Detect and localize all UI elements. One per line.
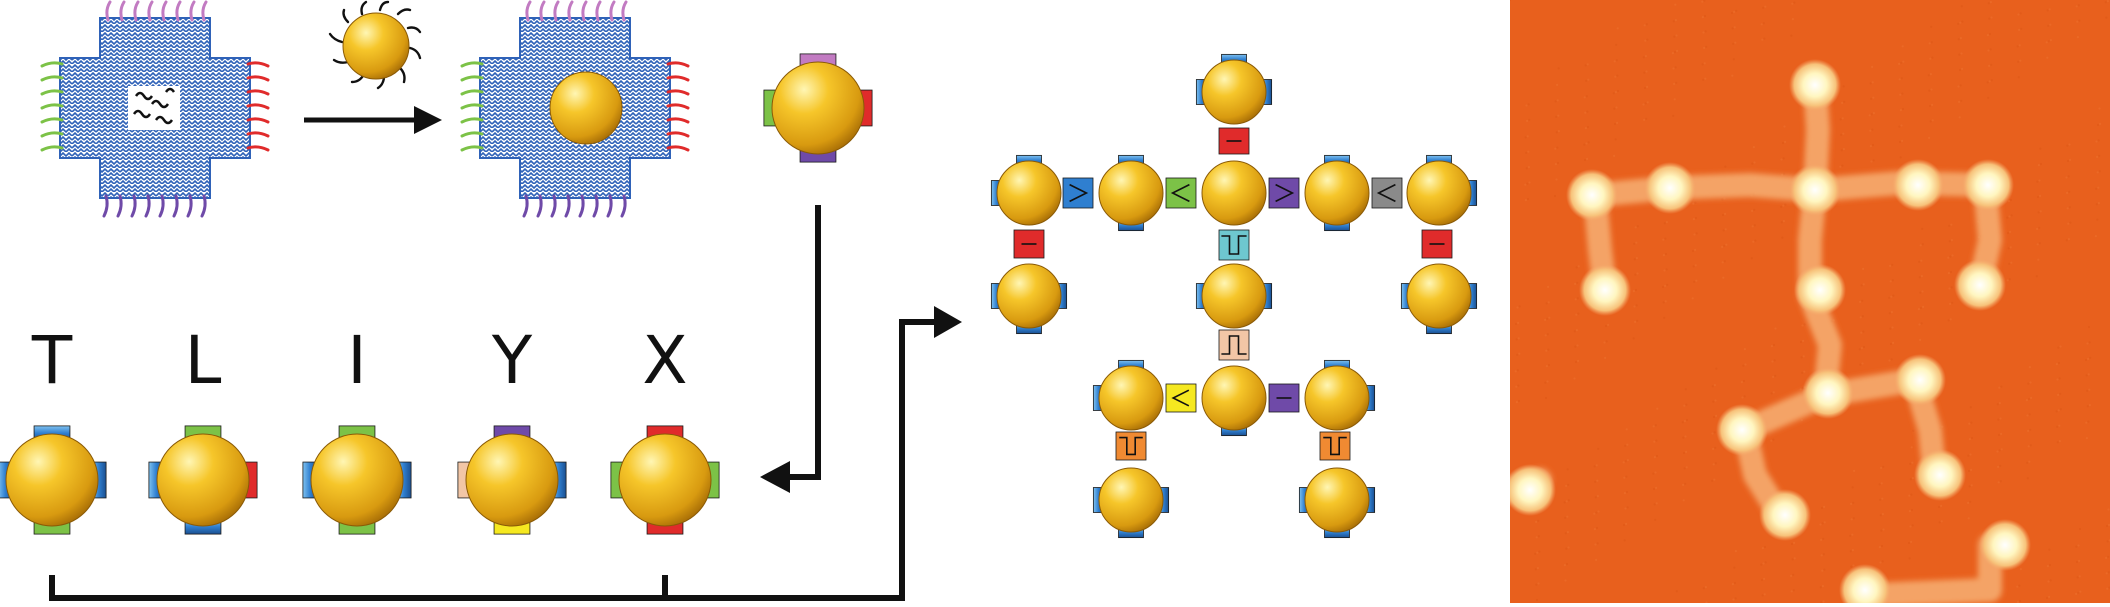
assembled-particle: [1298, 467, 1376, 539]
afm-particle: [1894, 354, 1946, 406]
afm-particle: [1979, 519, 2031, 571]
block-x: [610, 425, 720, 535]
programmed-gold-particle: [763, 53, 873, 163]
assembled-particle: [1406, 154, 1478, 226]
dna-link: [1421, 229, 1453, 259]
gold-sphere: [465, 433, 559, 527]
block-i: [302, 425, 412, 535]
afm-image-panel: [1510, 0, 2110, 603]
gold-sphere: [1201, 160, 1267, 226]
gold-sphere: [771, 61, 865, 155]
afm-particle: [1802, 367, 1854, 419]
gold-sphere: [1201, 59, 1267, 125]
afm-gold-particles: [1510, 59, 2031, 603]
ligand-coated-nanoparticle: [328, 0, 422, 90]
block-l: [148, 425, 258, 535]
dna-link: [1218, 229, 1250, 261]
gold-sphere: [1304, 160, 1370, 226]
assembled-particle: [1201, 365, 1267, 437]
assembled-nanostructure: [990, 53, 1478, 539]
block-label-i: I: [347, 322, 367, 399]
pink-handles: [105, 0, 208, 22]
gold-sphere: [1098, 365, 1164, 431]
dna-link: [1268, 383, 1300, 413]
block-label-t: T: [31, 322, 73, 399]
block-label-l: L: [184, 322, 222, 399]
dna-link: [1115, 431, 1147, 461]
afm-particle: [1566, 169, 1618, 221]
dna-link: [1062, 177, 1094, 209]
afm-particle: [1839, 564, 1891, 603]
afm-particle: [1914, 449, 1966, 501]
gold-sphere: [156, 433, 250, 527]
assembled-particle: [1201, 160, 1267, 226]
green-handles: [40, 61, 64, 152]
assembled-particle: [990, 154, 1062, 226]
gold-sphere: [1304, 365, 1370, 431]
gold-sphere: [1201, 365, 1267, 431]
assembled-particle: [1304, 154, 1370, 232]
gold-sphere: [1098, 160, 1164, 226]
afm-image: [1510, 0, 2110, 603]
gold-sphere: [310, 433, 404, 527]
origami-cavity: [128, 86, 180, 130]
gold-sphere: [618, 433, 712, 527]
down-arrow: [760, 205, 821, 493]
dna-link: [1268, 177, 1300, 209]
afm-particle: [1510, 464, 1556, 516]
assembled-particle: [1092, 359, 1164, 431]
afm-particle: [1892, 159, 1944, 211]
assembled-particle: [1098, 154, 1164, 232]
assembled-particle: [990, 263, 1068, 335]
red-handles: [246, 61, 270, 152]
assembled-particle: [1304, 359, 1376, 431]
afm-particle: [1579, 264, 1631, 316]
gold-sphere: [1304, 467, 1370, 533]
assembled-particle: [1195, 53, 1273, 125]
gold-sphere: [996, 160, 1062, 226]
cavity-ligands: [132, 87, 176, 125]
purple-handles: [102, 194, 207, 218]
afm-particle: [1794, 264, 1846, 316]
dna-link: [1165, 383, 1197, 413]
programmed-particle: [763, 53, 873, 163]
assembled-particle: [1195, 263, 1273, 329]
afm-particle: [1644, 162, 1696, 214]
block-y: [457, 425, 567, 535]
reaction-arrow: [304, 106, 442, 134]
block-label-y: Y: [491, 322, 533, 399]
afm-particle: [1716, 404, 1768, 456]
afm-particle: [1962, 159, 2014, 211]
block-t: [0, 425, 107, 535]
dna-link: [1319, 431, 1351, 461]
dna-origami-frame-empty: [40, 0, 270, 218]
gold-sphere: [996, 263, 1062, 329]
dna-link: [1165, 177, 1197, 209]
gold-sphere: [1406, 160, 1472, 226]
afm-particle: [1954, 259, 2006, 311]
dna-link: [1371, 177, 1403, 209]
afm-particle: [1789, 164, 1841, 216]
assembled-particle: [1092, 467, 1170, 539]
assembly-connector: [49, 306, 962, 601]
gold-sphere: [1406, 263, 1472, 329]
gold-sphere: [1201, 263, 1267, 329]
origami-with-nanoparticle: [460, 0, 690, 218]
dna-link: [1218, 329, 1250, 361]
gold-sphere: [1098, 467, 1164, 533]
dna-link: [1218, 127, 1250, 155]
afm-particle: [1759, 489, 1811, 541]
gold-sphere: [5, 433, 99, 527]
building-blocks-row: [0, 425, 720, 535]
block-label-x: X: [642, 322, 688, 399]
afm-particle: [1789, 59, 1841, 111]
assembled-particle: [1400, 263, 1478, 335]
dna-link: [1013, 229, 1045, 259]
